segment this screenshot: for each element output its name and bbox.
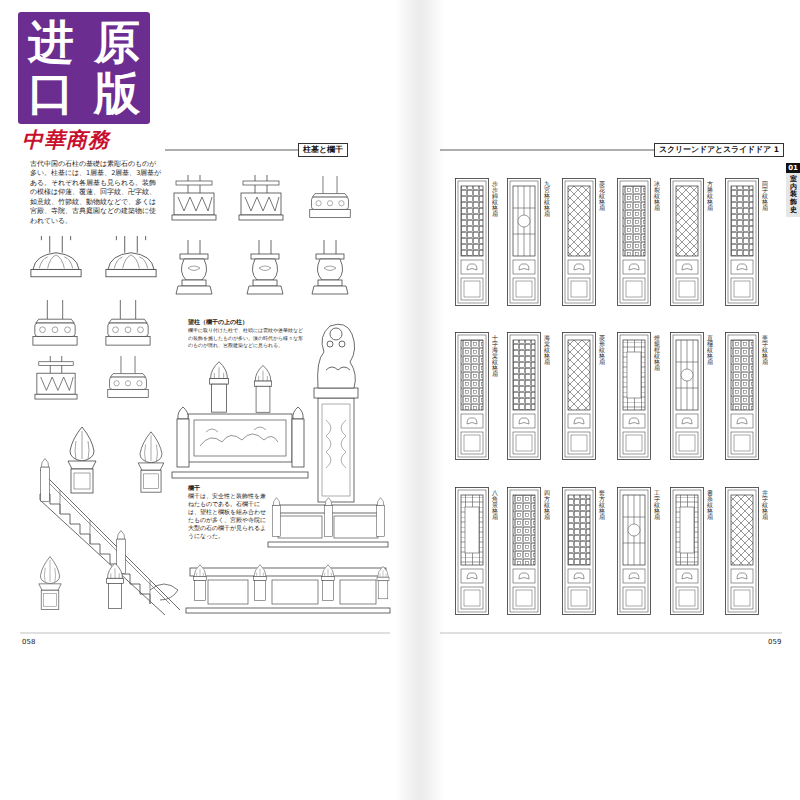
tab-text: 01 — [786, 163, 800, 173]
stone-railings — [186, 498, 390, 613]
pattern-name: 四方紋格扇 — [544, 490, 550, 520]
body-paragraph: 欄干は、安全性と装飾性を兼ねたものである。石欄干には、望柱と欄板を組み合わせたも… — [188, 493, 268, 541]
pattern-name: 冰裂紋格扇 — [654, 181, 660, 211]
tab-text: 室内装飾史 — [790, 176, 797, 214]
header-text: スクリーンドアとスライドドア 1 — [659, 145, 779, 155]
page-rules — [20, 150, 782, 633]
pattern-name: 歩歩錦紋格扇 — [492, 181, 498, 217]
pattern-name: 菱形紋格扇 — [599, 335, 605, 365]
stone-staircase — [39, 459, 180, 615]
sub-heading: 望柱（欄干の上の柱） — [188, 318, 306, 326]
body-paragraph: 古代中国の石柱の基礎は素彫石のものが多い。柱基には、1層基、2層基、3層基がある… — [30, 160, 162, 226]
section-header: 柱基と欄干 — [298, 143, 348, 157]
publisher-mark: 中華商務 — [22, 126, 110, 154]
pattern-name: 八角景格扇 — [492, 490, 498, 520]
pattern-name: 亜字紋格扇 — [762, 335, 768, 365]
pattern-name: 海棠紋格扇 — [544, 335, 550, 365]
pattern-name: 書条紋格扇 — [707, 490, 713, 520]
pattern-name: 回字紋格扇 — [762, 181, 768, 211]
gutter-shade — [395, 0, 445, 800]
pattern-name: 十字海棠紋格扇 — [492, 335, 498, 377]
pattern-name: 菱花紋格扇 — [599, 181, 605, 211]
chapter-tab: 01 室内装飾史 — [786, 163, 800, 217]
section-header: スクリーンドアとスライドドア 1 — [654, 143, 784, 157]
pattern-name: 工字紋格扇 — [654, 490, 660, 520]
body-paragraph: 欄干に取り付けた柱で、柱頭には雲紋や蓮華紋などの装飾を施したものが多い。漢の時代… — [188, 327, 306, 350]
lattice-doors — [456, 179, 759, 615]
pattern-name: 燈籠框紋格扇 — [654, 335, 660, 371]
sub-heading: 欄干 — [188, 484, 268, 492]
balustrade-panel — [172, 407, 308, 478]
badge-characters: 原版 — [94, 17, 140, 118]
pattern-name: 九宮格紋格扇 — [544, 181, 550, 217]
brand-badge: 进口原版 — [18, 12, 150, 124]
pattern-name: 井字紋格扇 — [762, 490, 768, 520]
page-number: 059 — [768, 638, 781, 646]
pattern-name: 套方紋格扇 — [599, 490, 605, 520]
pattern-name: 方勝紋格扇 — [707, 181, 713, 211]
lion-post — [314, 324, 358, 502]
badge-characters: 进口 — [28, 17, 74, 118]
pattern-name: 直欞紋格扇 — [707, 335, 713, 365]
header-text: 柱基と欄干 — [303, 145, 343, 155]
page-number: 058 — [22, 638, 35, 646]
